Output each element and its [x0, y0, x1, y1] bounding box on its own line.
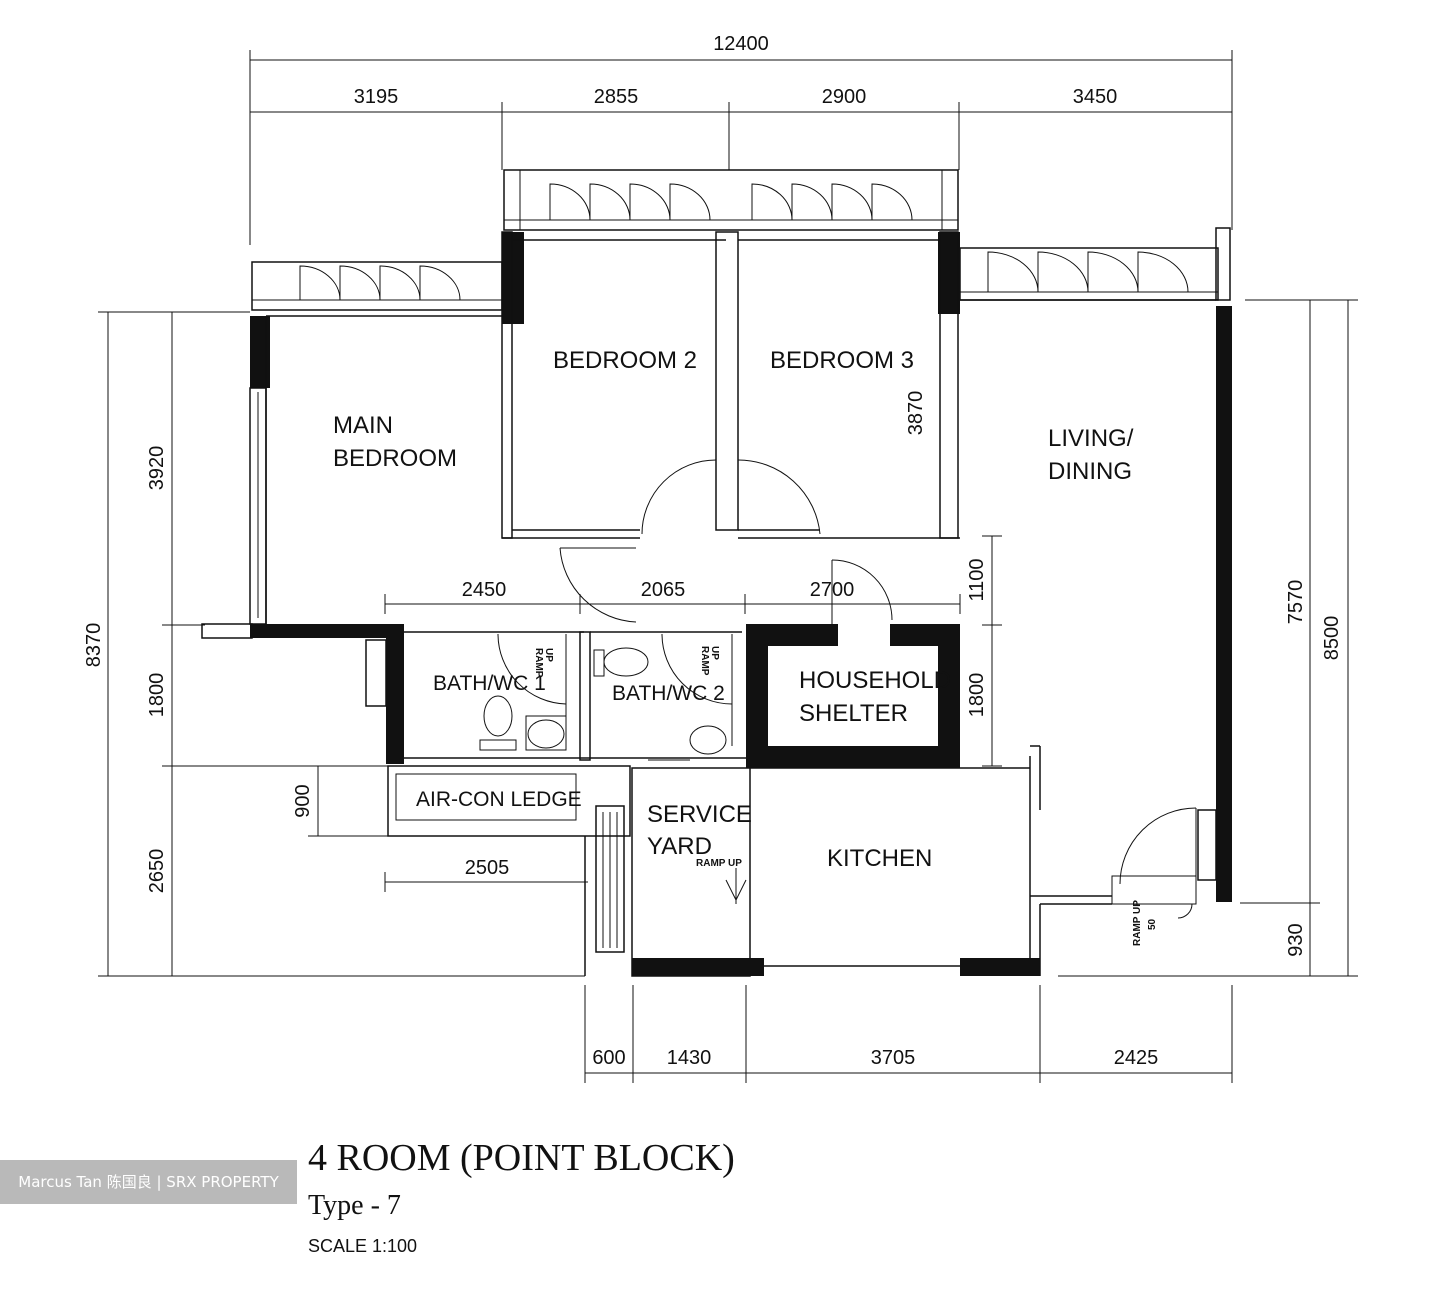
dim-right-outer: 8500 — [1321, 616, 1343, 661]
label-aircon: AIR-CON LEDGE — [416, 788, 582, 811]
dim-left-2: 1800 — [146, 673, 168, 718]
label-living-2: DINING — [1048, 458, 1132, 485]
dim-ledge-height: 900 — [292, 784, 314, 817]
ramp-bath2-b: UP — [709, 646, 720, 660]
dim-bottom-1: 600 — [592, 1047, 625, 1069]
label-bedroom3: BEDROOM 3 — [770, 347, 914, 374]
plan-scale: SCALE 1:100 — [308, 1236, 417, 1256]
doors — [559, 459, 1197, 919]
dim-left-outer: 8370 — [83, 623, 105, 668]
label-service-1: SERVICE — [647, 801, 752, 828]
label-bedroom2: BEDROOM 2 — [553, 347, 697, 374]
ramp-bath2-a: RAMP — [699, 646, 710, 676]
caption: 4 ROOM (POINT BLOCK) Type - 7 SCALE 1:10… — [308, 1137, 735, 1256]
label-bath1: BATH/WC 1 — [433, 672, 546, 695]
dim-center-1: 1100 — [966, 558, 988, 601]
dim-right-1: 7570 — [1285, 580, 1307, 625]
dim-mid-1: 2450 — [462, 579, 507, 601]
dim-bottom-2: 1430 — [667, 1047, 712, 1069]
room-labels: MAIN BEDROOM BEDROOM 2 BEDROOM 3 LIVING/… — [333, 347, 1134, 872]
watermark: Marcus Tan 陈国良 | SRX PROPERTY — [0, 1160, 297, 1204]
label-bath2: BATH/WC 2 — [612, 682, 725, 705]
label-service-2: YARD — [647, 833, 712, 860]
ramp-entrance-a: RAMP — [1132, 916, 1143, 946]
bottom-dimensions: 600 1430 3705 2425 — [584, 985, 1233, 1083]
dim-top-4: 3450 — [1073, 86, 1118, 108]
dim-top-3: 2900 — [822, 86, 867, 108]
left-dimensions: 8370 3920 1800 2650 900 — [83, 311, 585, 977]
dim-right-2: 930 — [1285, 923, 1307, 956]
casement-windows — [299, 183, 1189, 301]
dim-top-1: 3195 — [354, 86, 399, 108]
ramp-bath1-b: UP — [543, 648, 554, 662]
ramp-service: RAMP UP — [696, 858, 742, 869]
dim-left-3: 2650 — [146, 849, 168, 894]
label-main-bedroom-2: BEDROOM — [333, 445, 457, 472]
ramp-entrance-c: 50 — [1147, 918, 1158, 930]
label-main-bedroom-1: MAIN — [333, 412, 393, 439]
label-living-1: LIVING/ — [1048, 425, 1134, 452]
dim-ledge-width: 2505 — [465, 857, 510, 879]
dim-center-2: 1800 — [966, 673, 988, 718]
label-shelter-2: SHELTER — [799, 700, 908, 727]
dim-top-2: 2855 — [594, 86, 639, 108]
label-shelter-1: HOUSEHOLD — [799, 667, 951, 694]
dim-mid-2: 2065 — [641, 579, 686, 601]
dim-left-1: 3920 — [146, 446, 168, 491]
ramp-labels: RAMP UP RAMP UP RAMP UP RAMP UP 50 — [533, 646, 1158, 946]
dim-bottom-4: 2425 — [1114, 1047, 1159, 1069]
plan-type: Type - 7 — [308, 1190, 401, 1221]
walls — [201, 231, 1232, 977]
ramp-bath1-a: RAMP — [533, 648, 544, 678]
top-dimensions: 12400 3195 2855 2900 3450 — [249, 33, 1233, 245]
dim-bedroom3-height: 3870 — [905, 391, 927, 436]
plan-title: 4 ROOM (POINT BLOCK) — [308, 1137, 735, 1179]
fixtures — [479, 633, 747, 904]
ramp-entrance-b: UP — [1132, 900, 1143, 914]
label-kitchen: KITCHEN — [827, 845, 932, 872]
center-vertical-dimensions: 1100 1800 3870 — [905, 391, 1002, 767]
dim-bottom-3: 3705 — [871, 1047, 916, 1069]
dim-overall-top: 12400 — [713, 33, 769, 55]
right-dimensions: 8500 7570 930 — [1058, 299, 1358, 977]
